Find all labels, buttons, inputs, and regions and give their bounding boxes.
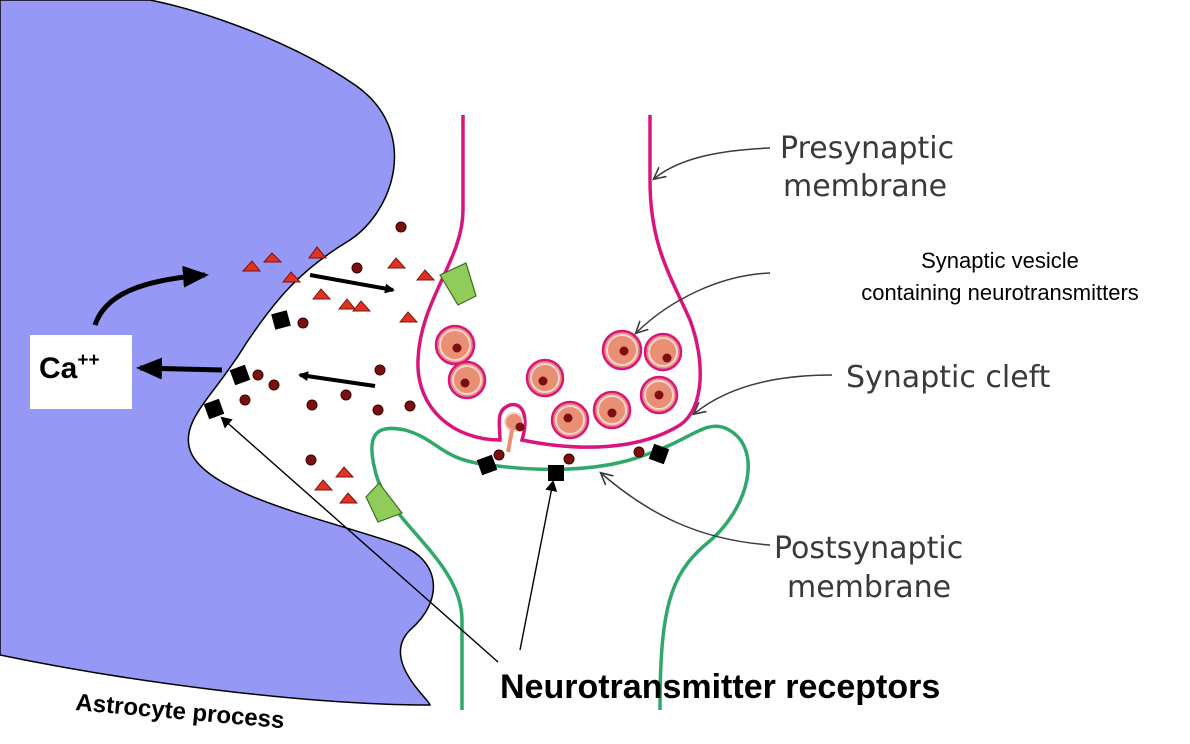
receptor-green-top	[439, 262, 477, 306]
arrow-release	[309, 273, 395, 294]
arrow-ca-release	[92, 265, 209, 326]
vesicle	[639, 375, 679, 415]
astrocyte-process	[0, 0, 435, 706]
presynaptic-membrane	[416, 115, 702, 449]
receptor-green-bottom	[365, 482, 403, 523]
vesicle	[434, 324, 476, 366]
leader-vesicle	[637, 272, 771, 332]
postsynaptic-membrane	[370, 424, 750, 711]
svg-text:Ca++: Ca++	[39, 350, 100, 385]
neurotransmitter-dots	[239, 221, 645, 466]
fusing-vesicle	[504, 412, 525, 453]
synaptic-vesicles	[434, 324, 683, 453]
vesicle	[643, 332, 683, 372]
leader-receptor-astro	[220, 416, 499, 663]
label-postsynaptic-2: membrane	[787, 570, 951, 605]
vesicle	[592, 390, 632, 430]
label-postsynaptic-1: Postsynaptic	[774, 531, 963, 566]
label-presynaptic-2: membrane	[783, 169, 947, 204]
leader-cleft	[695, 374, 833, 413]
gliotransmitter-triangles	[241, 246, 436, 504]
vesicle	[550, 400, 590, 440]
label-presynaptic-1: Presynaptic	[780, 131, 954, 166]
arrow-ca-influx	[136, 357, 223, 380]
ca-superscript: ++	[77, 350, 99, 371]
label-vesicle-2: containing neurotransmitters	[861, 280, 1139, 305]
leader-presynaptic	[655, 147, 771, 178]
ca-label: Ca	[39, 352, 78, 385]
vesicle	[525, 358, 565, 398]
ca-box: Ca++	[30, 335, 132, 409]
label-vesicle-1: Synaptic vesicle	[921, 248, 1079, 273]
leader-postsynaptic	[602, 474, 771, 546]
leader-receptor-post	[519, 480, 558, 651]
vesicle	[601, 329, 643, 371]
receptor-squares	[203, 310, 670, 481]
vesicle	[447, 360, 487, 400]
label-receptors: Neurotransmitter receptors	[500, 668, 940, 706]
label-cleft: Synaptic cleft	[846, 360, 1051, 395]
label-astrocyte: Astrocyte process	[74, 689, 285, 734]
arrow-uptake	[298, 371, 376, 388]
